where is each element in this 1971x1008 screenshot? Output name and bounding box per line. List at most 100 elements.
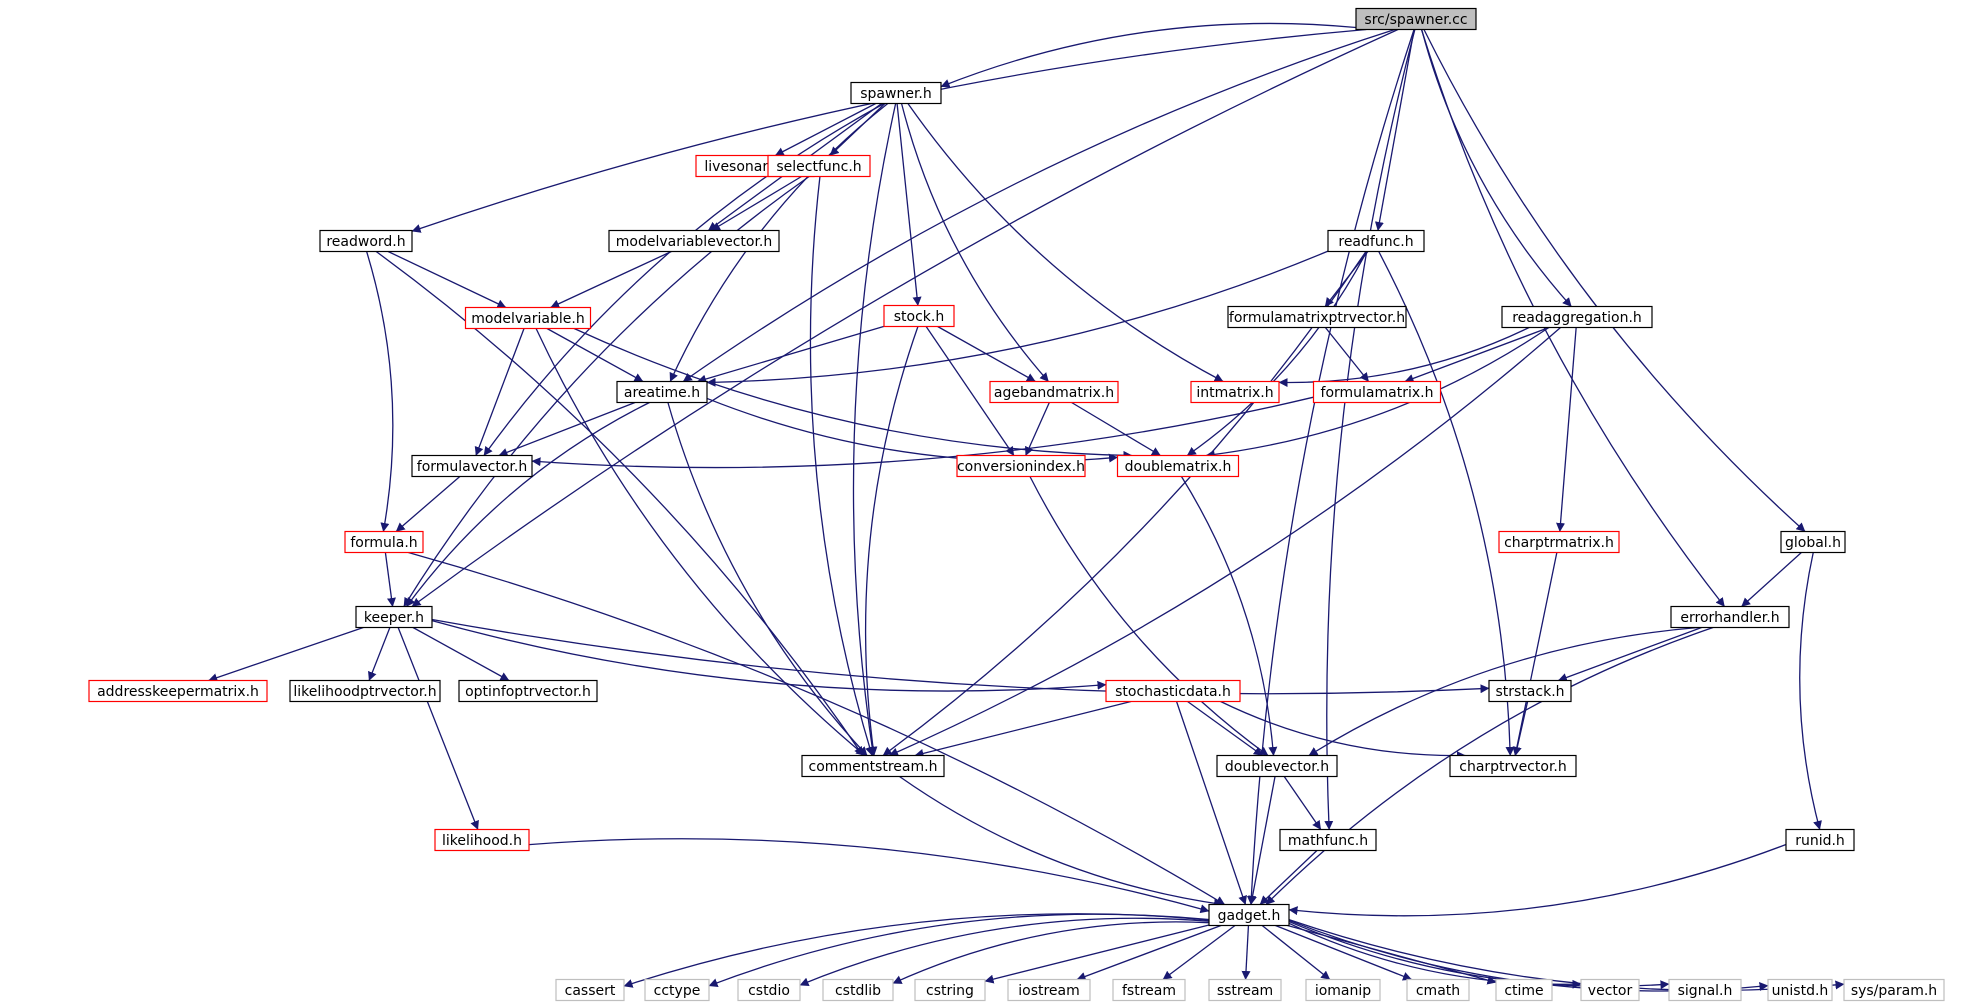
node-cmath[interactable]: cmath: [1406, 978, 1470, 1002]
node-addresskeepermatrix[interactable]: addresskeepermatrix.h: [88, 679, 268, 703]
node-commentstream[interactable]: commentstream.h: [801, 754, 945, 778]
node-mathfunc[interactable]: mathfunc.h: [1279, 828, 1377, 852]
edge-line: [907, 103, 1224, 383]
node-readword[interactable]: readword.h: [319, 229, 413, 253]
edge-strstack-to-charptrvector: [1512, 701, 1529, 756]
node-sstream[interactable]: sstream: [1208, 978, 1282, 1002]
edge-errorhandler-to-strstack: [1557, 626, 1702, 682]
edge-spawner_cc-to-readaggregation: [1421, 29, 1572, 307]
node-label: stock.h: [894, 309, 944, 325]
node-unistd[interactable]: unistd.h: [1767, 978, 1833, 1002]
edge-line: [852, 103, 897, 756]
node-formula[interactable]: formula.h: [344, 530, 424, 554]
node-spawner_cc[interactable]: src/spawner.cc: [1355, 7, 1477, 31]
node-label: runid.h: [1795, 833, 1845, 849]
node-cstdio[interactable]: cstdio: [737, 978, 801, 1002]
edge-line: [431, 619, 1107, 692]
node-cctype[interactable]: cctype: [644, 978, 710, 1002]
node-label: stochasticdata.h: [1115, 684, 1231, 700]
node-box: [1495, 978, 1553, 1002]
edge-readfunc-to-areatime: [706, 250, 1329, 387]
node-spawner_h[interactable]: spawner.h: [850, 81, 942, 105]
node-agebandmatrix[interactable]: agebandmatrix.h: [989, 380, 1119, 404]
node-formulamatrixptrvector[interactable]: formulamatrixptrvector.h: [1227, 305, 1407, 329]
node-box: [1488, 679, 1572, 703]
edge-line: [669, 102, 889, 382]
node-fstream[interactable]: fstream: [1112, 978, 1186, 1002]
node-vector[interactable]: vector: [1580, 978, 1640, 1002]
edge-line: [531, 396, 1314, 469]
node-formulamatrix[interactable]: formulamatrix.h: [1312, 380, 1442, 404]
node-label: cstring: [926, 983, 974, 999]
edge-formulavector-to-formula: [395, 476, 461, 532]
node-cstdlib[interactable]: cstdlib: [822, 978, 894, 1002]
node-box: [1116, 454, 1240, 478]
edge-line: [892, 921, 1210, 984]
node-cstring[interactable]: cstring: [914, 978, 986, 1002]
node-ctime[interactable]: ctime: [1495, 978, 1553, 1002]
edge-line: [940, 22, 1357, 88]
node-likelihood[interactable]: likelihood.h: [434, 828, 530, 852]
node-stochasticdata[interactable]: stochasticdata.h: [1105, 679, 1241, 703]
edge-line: [708, 913, 1210, 987]
node-charptrvector[interactable]: charptrvector.h: [1449, 754, 1577, 778]
edge-gadget-to-sstream: [1241, 925, 1251, 980]
node-selectfunc[interactable]: selectfunc.h: [767, 154, 871, 178]
node-doublematrix[interactable]: doublematrix.h: [1116, 454, 1240, 478]
node-conversionindex[interactable]: conversionindex.h: [956, 454, 1086, 478]
node-optinfoptrvector[interactable]: optinfoptrvector.h: [458, 679, 598, 703]
node-charptrmatrix[interactable]: charptrmatrix.h: [1498, 530, 1620, 554]
node-box: [434, 828, 530, 852]
node-iomanip[interactable]: iomanip: [1305, 978, 1381, 1002]
edge-line: [1265, 626, 1714, 905]
node-signal[interactable]: signal.h: [1668, 978, 1742, 1002]
edge-keeper-to-stochasticdata: [431, 619, 1107, 692]
node-likelihoodptrvector[interactable]: likelihoodptrvector.h: [289, 679, 441, 703]
edge-line: [896, 103, 922, 306]
edge-gadget-to-cstring: [984, 924, 1210, 984]
edge-likelihood-to-gadget: [528, 838, 1210, 914]
edge-selectfunc-to-keeper: [403, 175, 810, 607]
node-sysparam[interactable]: sys/param.h: [1843, 978, 1945, 1002]
edge-line: [408, 551, 1226, 906]
edge-line: [706, 250, 1329, 387]
node-gadget[interactable]: gadget.h: [1208, 903, 1290, 927]
edge-line: [984, 924, 1210, 984]
edge-agebandmatrix-to-doublematrix: [1071, 401, 1161, 457]
node-areatime[interactable]: areatime.h: [616, 380, 708, 404]
edge-line: [405, 401, 650, 607]
node-keeper[interactable]: keeper.h: [355, 605, 433, 629]
edge-mathfunc-to-gadget: [1259, 850, 1318, 905]
node-doublevector[interactable]: doublevector.h: [1216, 754, 1338, 778]
node-errorhandler[interactable]: errorhandler.h: [1670, 605, 1790, 629]
node-intmatrix[interactable]: intmatrix.h: [1190, 380, 1280, 404]
node-stock[interactable]: stock.h: [883, 304, 955, 328]
edge-spawner_h-to-intmatrix: [907, 103, 1224, 383]
edge-modelvariablevector-to-modelvariable: [550, 250, 672, 309]
node-label: cmath: [1416, 983, 1460, 999]
edge-line: [925, 326, 1015, 456]
node-cassert[interactable]: cassert: [555, 978, 625, 1002]
node-box: [1668, 978, 1742, 1002]
edge-line: [1512, 701, 1529, 756]
edge-line: [799, 917, 1210, 987]
node-label: cassert: [565, 983, 616, 999]
node-runid[interactable]: runid.h: [1785, 828, 1855, 852]
node-iostream[interactable]: iostream: [1007, 978, 1091, 1002]
node-box: [956, 454, 1086, 478]
node-strstack[interactable]: strstack.h: [1488, 679, 1572, 703]
edge-line: [412, 626, 510, 682]
node-modelvariablevector[interactable]: modelvariablevector.h: [608, 229, 780, 253]
node-box: [464, 306, 592, 330]
node-box: [458, 679, 598, 703]
node-global[interactable]: global.h: [1780, 530, 1846, 554]
node-readfunc[interactable]: readfunc.h: [1327, 229, 1425, 253]
node-box: [1216, 754, 1338, 778]
node-readaggregation[interactable]: readaggregation.h: [1501, 305, 1653, 329]
node-box: [1780, 530, 1846, 554]
node-formulavector[interactable]: formulavector.h: [411, 454, 533, 478]
node-modelvariable[interactable]: modelvariable.h: [464, 306, 592, 330]
edge-line: [1186, 251, 1368, 457]
node-box: [883, 304, 955, 328]
edge-gadget-to-fstream: [1162, 924, 1236, 981]
